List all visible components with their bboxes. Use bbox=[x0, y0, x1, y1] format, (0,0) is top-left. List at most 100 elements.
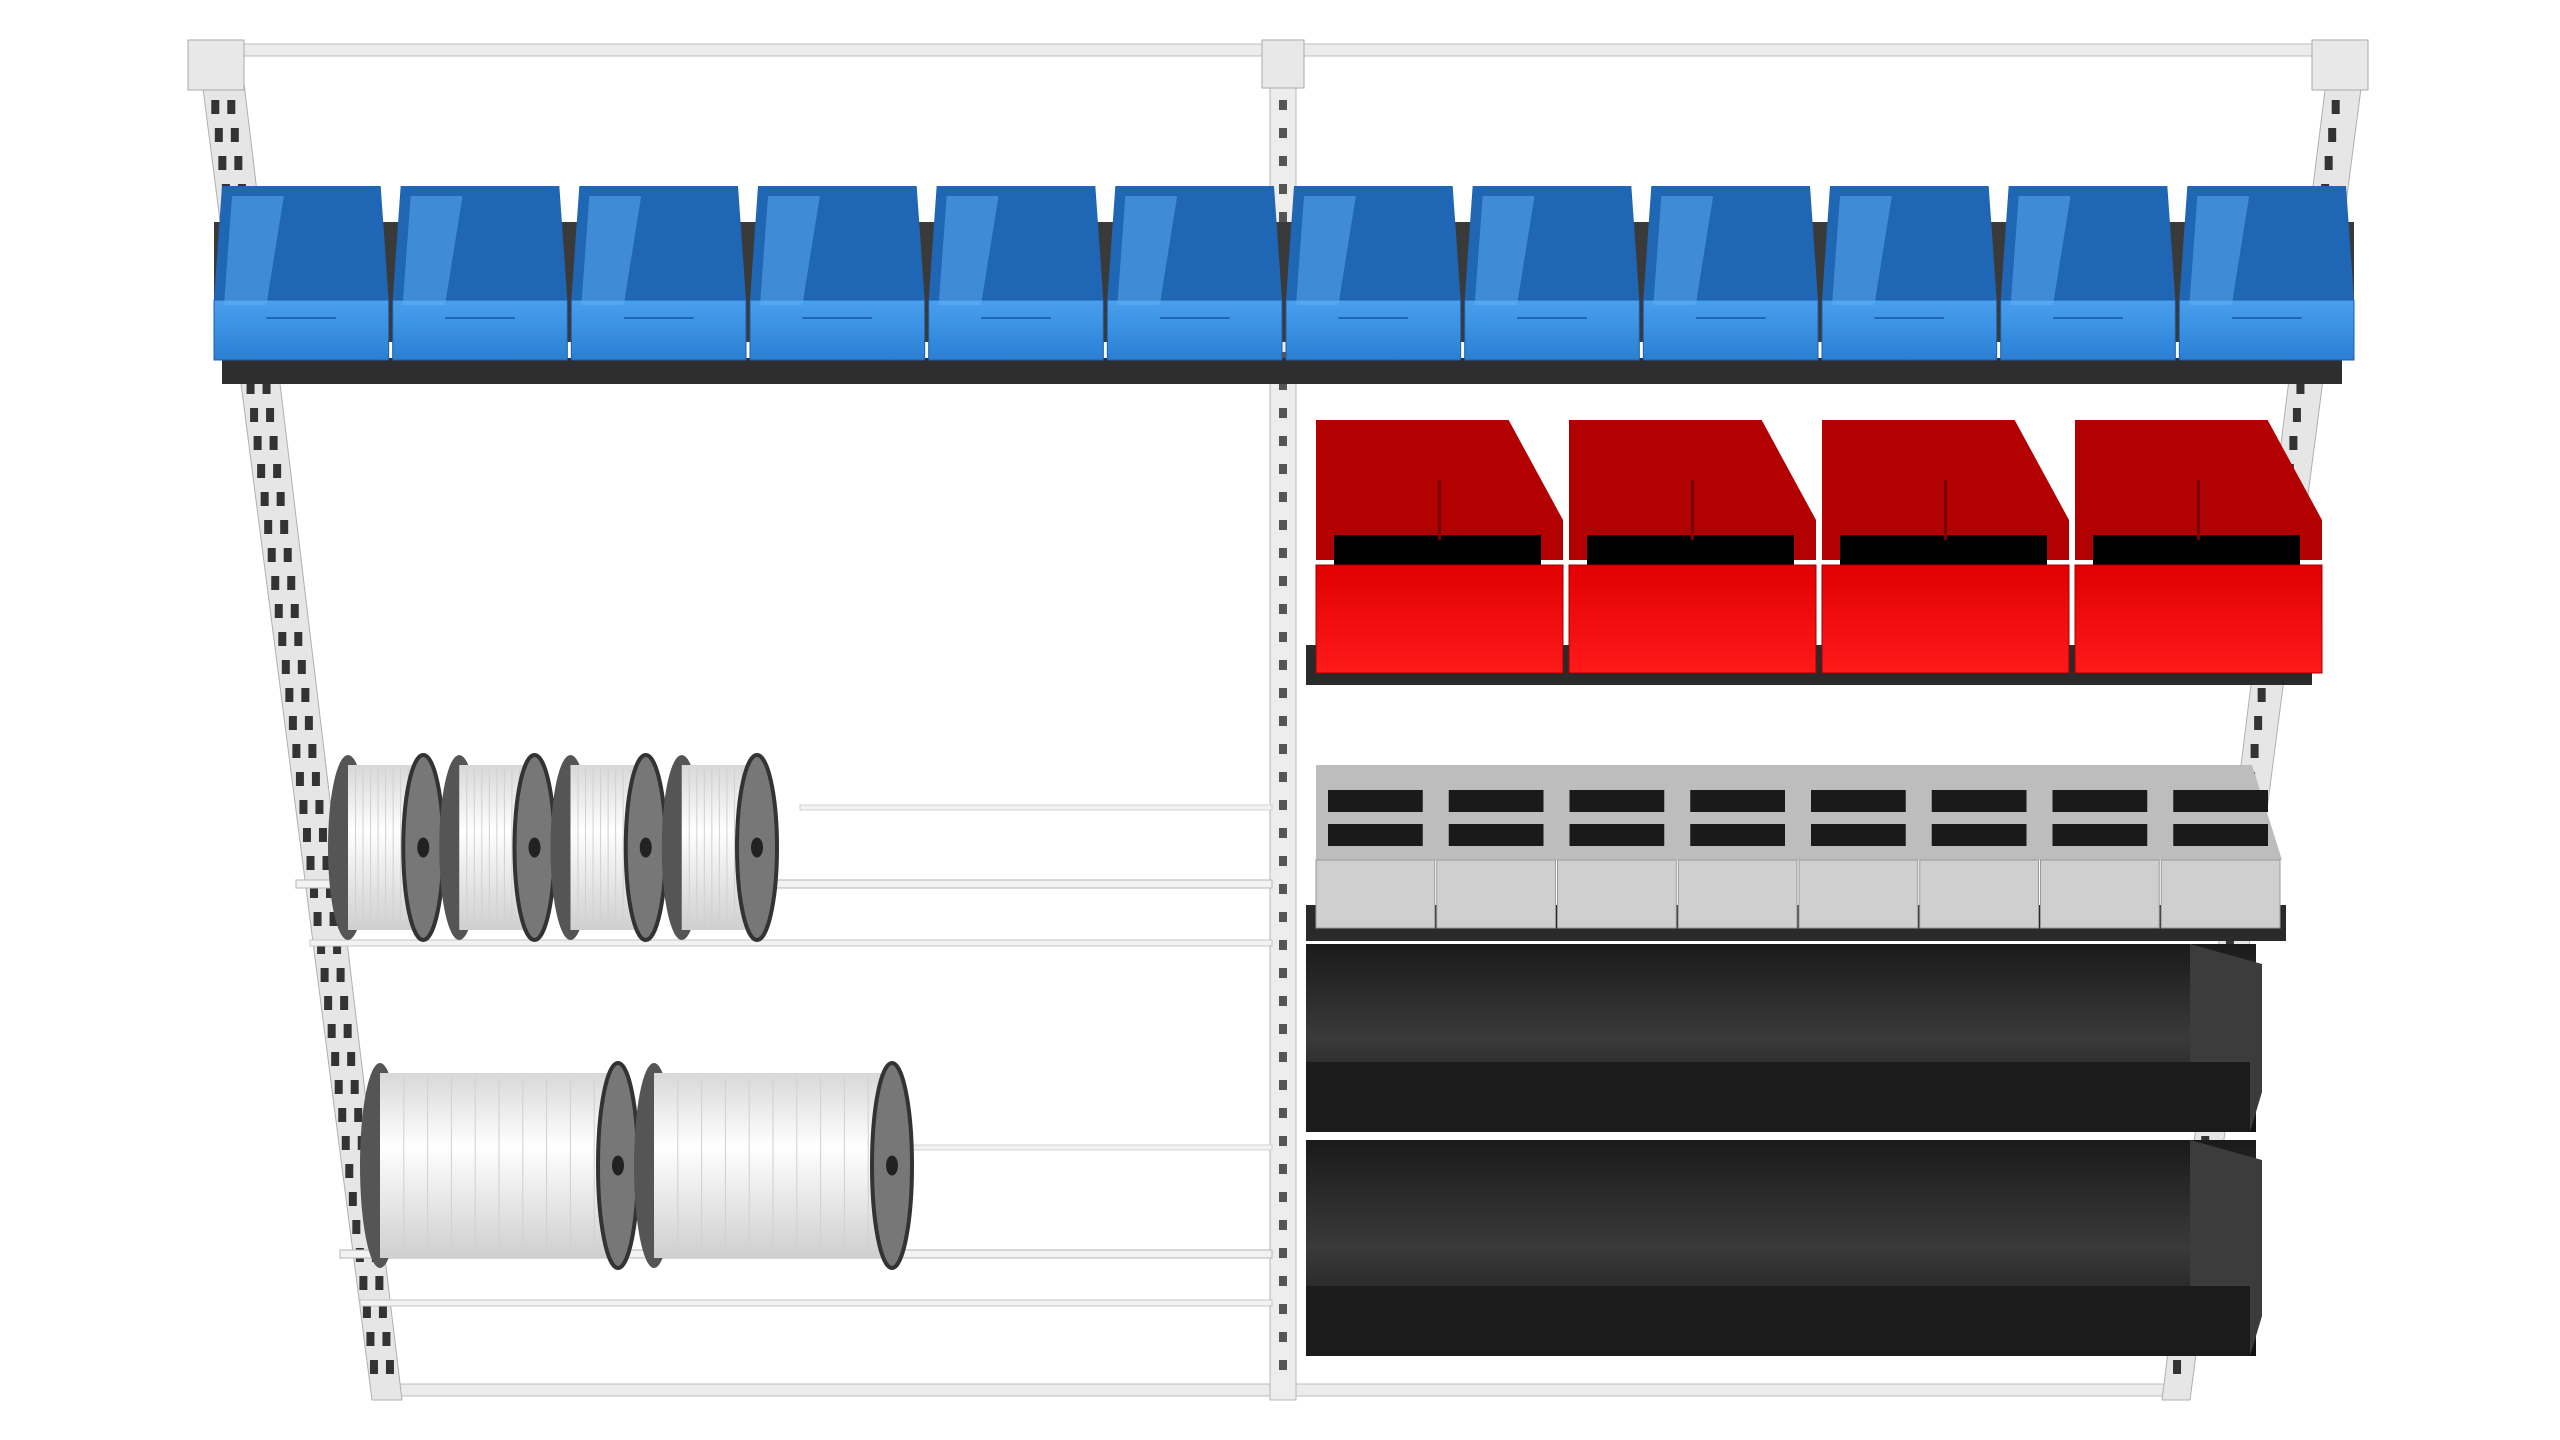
slot bbox=[2254, 716, 2263, 730]
slot bbox=[329, 912, 338, 926]
slot bbox=[273, 464, 282, 478]
slot bbox=[1279, 828, 1287, 838]
slot bbox=[1279, 912, 1287, 922]
slot bbox=[292, 744, 301, 758]
slot bbox=[343, 1024, 352, 1038]
slot bbox=[274, 604, 283, 618]
tray-compartment bbox=[1811, 824, 1906, 846]
tray-compartment bbox=[1448, 824, 1544, 846]
tray-front bbox=[1557, 859, 1677, 929]
slot bbox=[1279, 1024, 1287, 1034]
red-bin bbox=[1568, 564, 1817, 674]
slot bbox=[340, 996, 349, 1010]
slot bbox=[345, 1164, 354, 1178]
slot bbox=[1279, 156, 1287, 166]
tray-compartment bbox=[1931, 790, 2027, 812]
slot bbox=[385, 1360, 394, 1374]
slot bbox=[299, 800, 308, 814]
blue-bin-side bbox=[760, 196, 820, 305]
slot bbox=[1279, 1276, 1287, 1286]
blue-bin bbox=[1821, 299, 1998, 361]
tray-compartment bbox=[1328, 824, 1423, 846]
blue-bin bbox=[2000, 299, 2176, 361]
slot bbox=[1279, 1332, 1287, 1342]
slot bbox=[1279, 548, 1287, 558]
slot bbox=[317, 940, 326, 954]
slot bbox=[324, 996, 333, 1010]
slot bbox=[1279, 492, 1287, 502]
slot bbox=[1279, 1136, 1287, 1146]
slot bbox=[262, 380, 271, 394]
tray-front bbox=[1798, 859, 1919, 929]
slot bbox=[1279, 856, 1287, 866]
blue-bin bbox=[2178, 299, 2355, 361]
slot bbox=[227, 100, 236, 114]
slot bbox=[250, 408, 259, 422]
slot bbox=[2289, 436, 2298, 450]
slot bbox=[320, 968, 329, 982]
top-left-corner bbox=[187, 39, 245, 91]
slot bbox=[311, 772, 320, 786]
blue-bin bbox=[1464, 299, 1640, 361]
slot bbox=[1279, 1304, 1287, 1314]
spool-hub bbox=[639, 837, 652, 858]
slot bbox=[1279, 1108, 1287, 1118]
tray-compartment bbox=[1811, 790, 1906, 812]
blue-bin-side bbox=[224, 196, 284, 305]
tray-front bbox=[1919, 859, 2039, 929]
spool-hub bbox=[751, 837, 763, 858]
slot bbox=[253, 436, 262, 450]
slot bbox=[336, 968, 345, 982]
blue-bin-side bbox=[402, 196, 463, 305]
slot bbox=[315, 800, 324, 814]
red-bin-opening bbox=[1334, 535, 1541, 565]
tray-compartment bbox=[2052, 790, 2148, 812]
slot bbox=[1279, 1360, 1287, 1370]
slot bbox=[313, 912, 322, 926]
slot bbox=[1279, 352, 1287, 362]
blue-bin-side bbox=[1653, 196, 1714, 305]
slot bbox=[375, 1276, 384, 1290]
slot bbox=[326, 884, 335, 898]
tray-compartment bbox=[1328, 790, 1423, 812]
wire-spools bbox=[328, 753, 914, 1270]
red-bin bbox=[1821, 564, 2070, 674]
blue-bin bbox=[1642, 299, 1819, 361]
slot bbox=[2328, 128, 2337, 142]
blue-bins bbox=[213, 186, 2355, 361]
slot bbox=[1279, 520, 1287, 530]
tray-compartment bbox=[1931, 824, 2027, 846]
red-bin-opening bbox=[2093, 535, 2300, 565]
tray-compartment bbox=[1690, 790, 1785, 812]
tray-compartment bbox=[2052, 824, 2148, 846]
slot bbox=[301, 688, 310, 702]
red-bin-opening bbox=[1840, 535, 2047, 565]
slot bbox=[341, 1136, 350, 1150]
slot bbox=[318, 828, 327, 842]
blue-bin-side bbox=[581, 196, 642, 305]
rack-rod bbox=[799, 804, 1273, 811]
slot bbox=[348, 1192, 357, 1206]
blue-bin bbox=[749, 299, 926, 361]
slot bbox=[281, 660, 290, 674]
rack-rod bbox=[359, 1299, 1273, 1307]
slot bbox=[271, 576, 280, 590]
tray-compartment bbox=[1448, 790, 1544, 812]
slot bbox=[1279, 884, 1287, 894]
slot bbox=[1279, 1080, 1287, 1090]
slot bbox=[1279, 436, 1287, 446]
slot bbox=[1279, 212, 1287, 222]
blue-bin bbox=[392, 299, 568, 361]
blue-bin bbox=[928, 299, 1104, 361]
tray-compartment bbox=[1569, 824, 1665, 846]
shelf-back bbox=[214, 222, 2354, 342]
blue-bin bbox=[213, 299, 390, 361]
blue-bin-side bbox=[1117, 196, 1178, 305]
slot bbox=[1279, 464, 1287, 474]
slot bbox=[334, 1080, 343, 1094]
slot bbox=[287, 576, 296, 590]
slot bbox=[1279, 604, 1287, 614]
slot bbox=[359, 1276, 368, 1290]
slot bbox=[295, 772, 304, 786]
slot bbox=[2324, 156, 2333, 170]
